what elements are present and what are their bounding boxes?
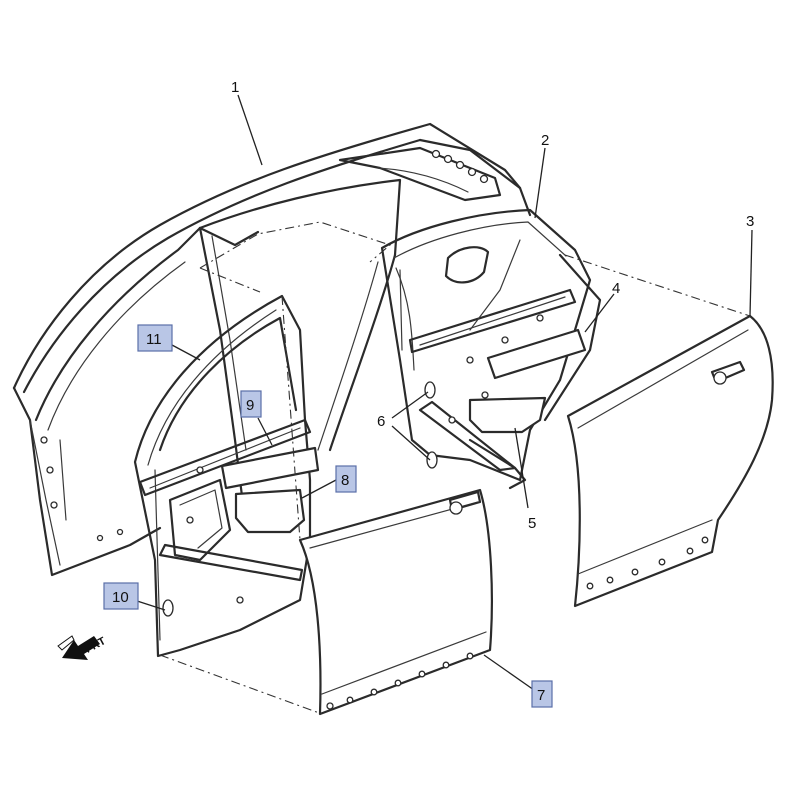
front-door-inner xyxy=(133,294,312,658)
svg-text:9: 9 xyxy=(246,397,254,414)
rear-door-inner xyxy=(380,208,602,490)
callout-7-badge: 7 xyxy=(531,680,553,708)
callout-9-badge: 9 xyxy=(240,390,262,418)
callout-6: 6 xyxy=(377,413,385,430)
body-side-frame xyxy=(12,122,532,577)
callout-1: 1 xyxy=(231,79,239,96)
callout-2: 2 xyxy=(541,132,549,149)
svg-text:4: 4 xyxy=(612,280,620,297)
svg-text:2: 2 xyxy=(541,132,549,149)
callout-3: 3 xyxy=(746,213,754,230)
svg-text:10: 10 xyxy=(112,589,129,606)
callout-10-badge: 10 xyxy=(103,582,139,610)
callout-8-badge: 8 xyxy=(335,465,357,493)
callout-5: 5 xyxy=(528,515,536,532)
svg-text:11: 11 xyxy=(146,331,162,348)
rear-door-outer-panel xyxy=(566,314,774,608)
rear-door-deflector-pads xyxy=(468,328,587,434)
leader-lines xyxy=(133,94,753,691)
front-door-outer-panel xyxy=(298,488,493,716)
svg-text:1: 1 xyxy=(231,79,239,96)
svg-text:3: 3 xyxy=(746,213,754,230)
frt-label: FRT xyxy=(83,635,108,656)
alignment-lines xyxy=(159,254,751,715)
callout-4: 4 xyxy=(612,280,620,297)
svg-text:5: 5 xyxy=(528,515,536,532)
callout-11-badge: 11 xyxy=(137,324,173,352)
svg-text:6: 6 xyxy=(377,413,385,430)
front-door-deflector-pads xyxy=(220,446,320,534)
svg-text:7: 7 xyxy=(537,687,545,704)
svg-text:8: 8 xyxy=(341,472,349,489)
front-orientation-arrow: FRT xyxy=(57,635,108,660)
